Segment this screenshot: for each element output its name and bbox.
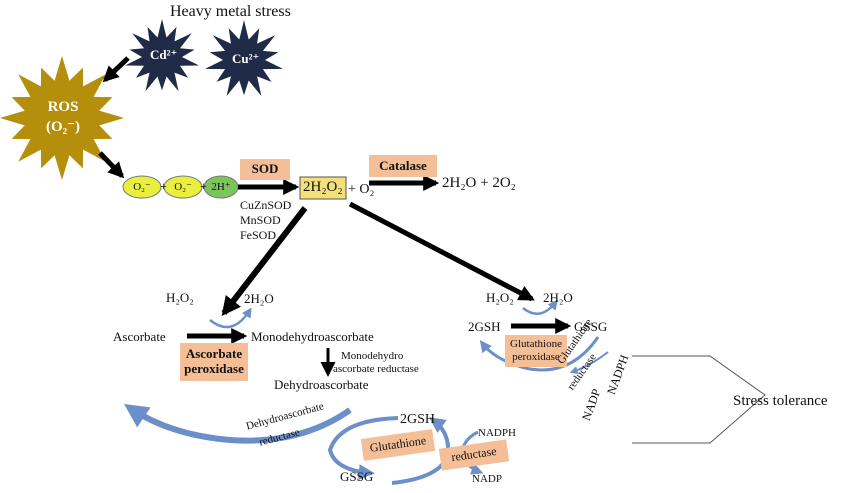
ros-to-reactants-arrow xyxy=(98,151,125,179)
h-label: 2H⁺ xyxy=(211,181,231,193)
mdhar-label-line2: ascorbate reductase xyxy=(333,363,419,375)
apx-h2o2-label: H₂O₂ xyxy=(166,290,194,305)
gr-cycle-gsh-label: 2GSH xyxy=(400,412,436,427)
cd-star-shape xyxy=(125,19,199,92)
h2o2-box xyxy=(299,176,347,200)
gpx-gssg-label: GSSG xyxy=(574,319,608,334)
monodehydroascorbate-label: Monodehydroascorbate xyxy=(251,329,374,344)
apx-h2o-label: 2H₂O xyxy=(244,291,274,306)
ascorbate-label: Ascorbate xyxy=(113,329,166,344)
gsh-to-gssg-curve xyxy=(327,416,399,481)
h2o2-product: 2H₂O₂ xyxy=(303,179,343,195)
sod-isoform-fe: FeSOD xyxy=(240,228,277,242)
ascorbate-peroxidase-box: Ascorbate peroxidase xyxy=(180,343,248,381)
ros-label: ROS xyxy=(47,99,79,115)
gr-cycle-nadph-label: NADPH xyxy=(478,427,516,439)
dhar-cycle-arrow xyxy=(124,403,352,444)
h2o2-to-gpx-arrow xyxy=(348,201,535,302)
ros-species: (O₂⁻) xyxy=(45,119,81,135)
plus-sign-2: + xyxy=(200,179,207,193)
o2-product: + O₂ xyxy=(348,182,375,197)
catalase-product: 2H₂O + 2O₂ xyxy=(442,175,516,191)
mdhar-label-line1: Monodehydro xyxy=(341,350,404,362)
sod-isoform-cuzn: CuZnSOD xyxy=(240,198,292,212)
h2o2-to-apx-arrow xyxy=(221,206,308,317)
sod-isoform-mn: MnSOD xyxy=(240,213,281,227)
apx-curve-arrow xyxy=(209,307,252,329)
gr-cycle-nadp-label: NADP xyxy=(472,473,502,485)
gr-cycle-gssg-label: GSSG xyxy=(340,469,374,484)
plus-sign-1: + xyxy=(160,179,167,193)
gpx-h2o-label: 2H₂O xyxy=(543,290,573,305)
dehydroascorbate-label: Dehydroascorbate xyxy=(274,377,369,392)
o2-ellipse-2 xyxy=(163,175,203,199)
stress-tolerance-label: Stress tolerance xyxy=(733,393,828,409)
sod-enzyme-box: SOD xyxy=(240,159,290,180)
cu-star-shape xyxy=(205,20,283,96)
gpx-h2o2-label: H₂O₂ xyxy=(486,290,514,305)
catalase-enzyme-box: Catalase xyxy=(369,155,437,177)
ros-star-shape xyxy=(0,56,124,180)
glutathione-peroxidase-box: Glutathione peroxidase xyxy=(505,335,567,367)
gpx-nadph-arrow xyxy=(569,351,609,375)
gpx-curve-arrow xyxy=(522,299,558,315)
o2-ellipse-1 xyxy=(122,175,162,199)
o2-label-1: O₂⁻ xyxy=(133,181,151,193)
o2-label-2: O₂⁻ xyxy=(174,181,192,193)
gpx-gsh-label: 2GSH xyxy=(468,319,501,334)
cd-ion-label: Cd²⁺ xyxy=(150,47,178,62)
cd-to-ros-arrow xyxy=(102,56,130,83)
diagram-title: Heavy metal stress xyxy=(170,3,291,20)
stress-tolerance-bracket xyxy=(632,355,766,444)
gpx-gr-cycle-arrow xyxy=(479,336,600,372)
cu-ion-label: Cu²⁺ xyxy=(232,51,260,66)
